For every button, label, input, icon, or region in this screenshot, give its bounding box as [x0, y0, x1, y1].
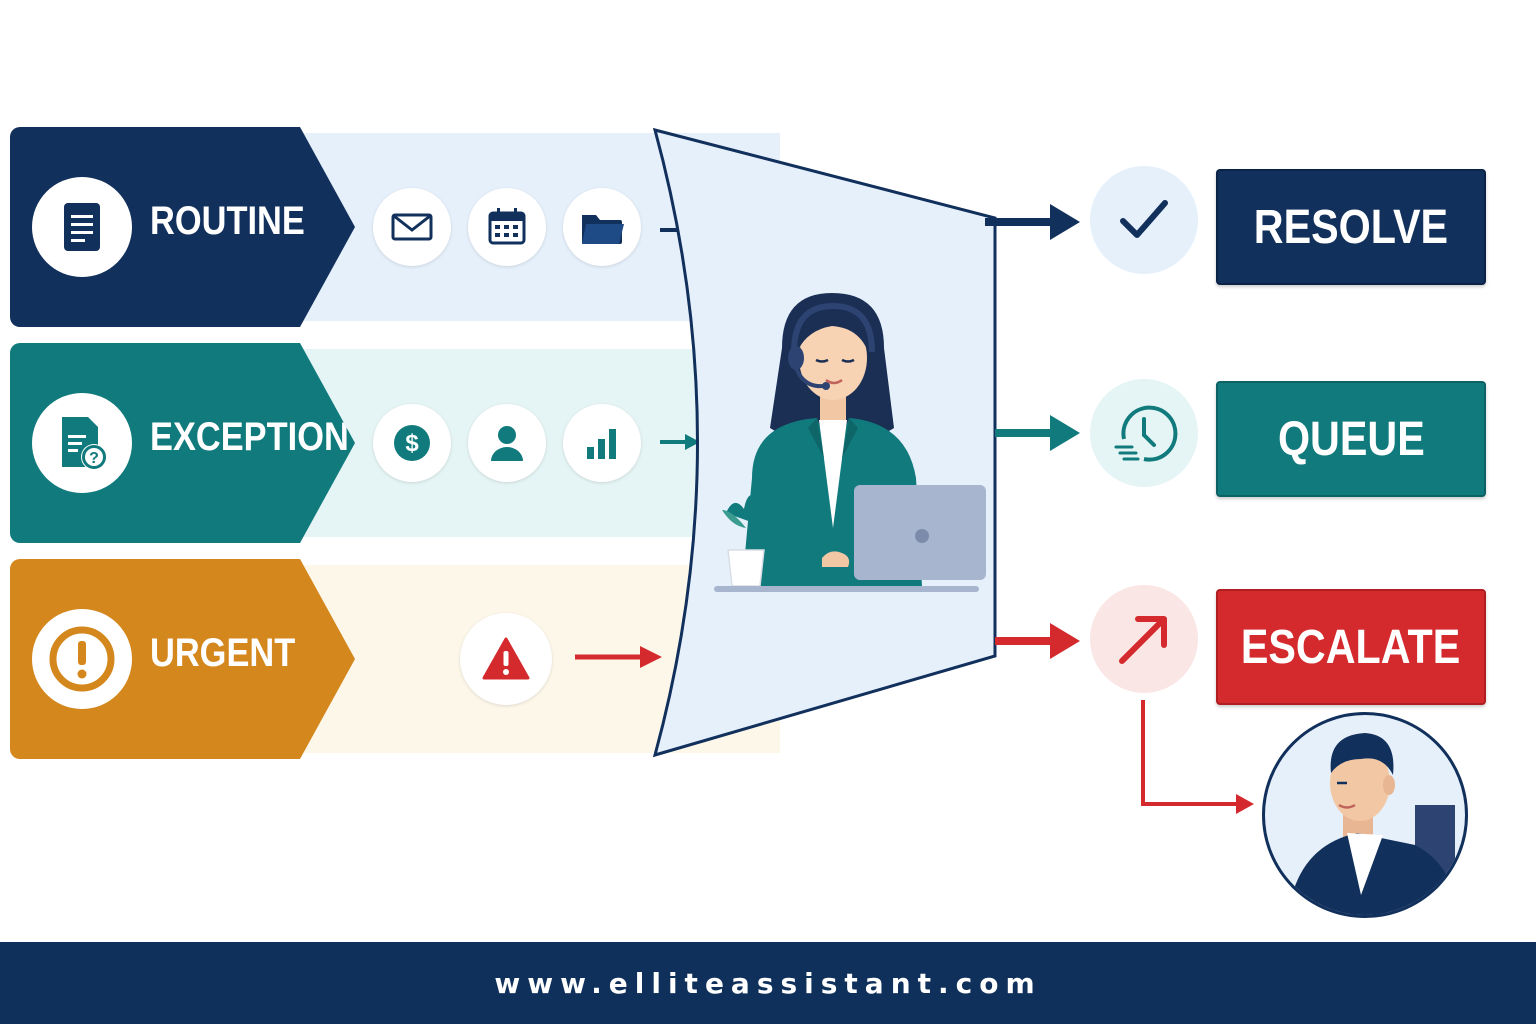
- assistant-with-headset-icon: [712, 288, 992, 598]
- escalate-label: ESCALATE: [1241, 620, 1461, 674]
- envelope-icon: [373, 188, 451, 266]
- resolve-label: RESOLVE: [1253, 200, 1449, 254]
- urgent-label: URGENT: [150, 631, 296, 675]
- checkmark-icon: [1090, 166, 1198, 274]
- urgent-tab: URGENT: [10, 559, 355, 759]
- svg-text:$: $: [405, 430, 419, 457]
- exception-tab: ? EXCEPTION: [10, 343, 355, 543]
- calendar-icon: [468, 188, 546, 266]
- urgent-arrow: [575, 646, 662, 668]
- exception-label: EXCEPTION: [150, 415, 349, 459]
- clock-icon: [1090, 379, 1198, 487]
- exclamation-icon: [32, 609, 132, 709]
- routine-label: ROUTINE: [150, 199, 305, 243]
- document-question-icon: ?: [32, 393, 132, 493]
- arrow-up-right-icon: [1090, 585, 1198, 693]
- manager-avatar-icon: [1262, 712, 1468, 918]
- escalation-route-arrow: [1141, 700, 1254, 814]
- resolve-arrow: [985, 204, 1080, 240]
- resolve-box: RESOLVE: [1216, 169, 1486, 285]
- escalate-arrow: [995, 623, 1080, 659]
- routine-tab: ROUTINE: [10, 127, 355, 327]
- queue-label: QUEUE: [1277, 412, 1425, 466]
- bar-chart-icon: [563, 404, 641, 482]
- svg-text:?: ?: [89, 450, 99, 467]
- user-icon: [468, 404, 546, 482]
- footer-bar: www.elliteassistant.com: [0, 942, 1536, 1024]
- dollar-icon: $: [373, 404, 451, 482]
- exception-arrow: [660, 434, 700, 450]
- document-icon: [32, 177, 132, 277]
- folder-icon: [563, 188, 641, 266]
- queue-arrow: [995, 415, 1080, 451]
- warning-icon: [460, 613, 552, 705]
- escalate-box: ESCALATE: [1216, 589, 1486, 705]
- footer-url[interactable]: www.elliteassistant.com: [494, 966, 1042, 1000]
- queue-box: QUEUE: [1216, 381, 1486, 497]
